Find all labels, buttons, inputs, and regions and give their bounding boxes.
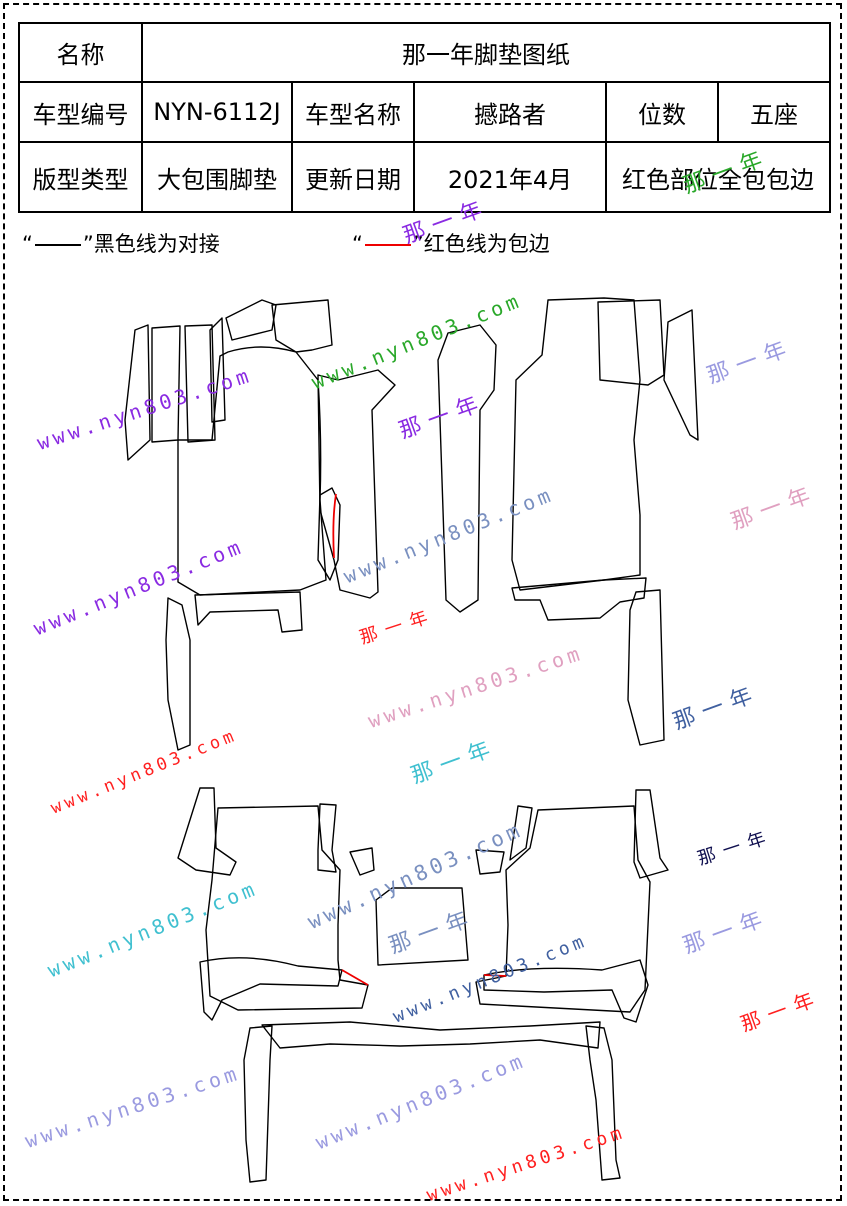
seats-label: 位数: [605, 81, 719, 143]
mat-piece-second-row-right: [475, 805, 651, 1013]
model-name-label: 车型名称: [291, 81, 415, 143]
mat-piece-driver-main: [177, 346, 327, 596]
mat-piece-left-bottom-strip: [199, 957, 343, 1021]
mat-piece-driver-bottom: [194, 591, 303, 633]
mat-piece-driver-side: [317, 369, 396, 599]
legend-red-text: ”红色线为包边: [412, 232, 550, 256]
mat-piece-passenger-top: [597, 299, 665, 386]
legend-black: “ ”黑色线为对接: [22, 228, 220, 258]
mat-piece-center-top-right: [475, 849, 505, 875]
legend-black-open: “: [22, 232, 33, 256]
model-name-value: 撼路者: [413, 81, 607, 143]
mat-piece-passenger-bottom: [511, 577, 647, 621]
mat-piece-second-row-right-tab: [509, 805, 533, 861]
mat-piece-center-tall: [437, 324, 497, 613]
pattern-type-label: 版型类型: [18, 141, 143, 213]
mat-piece-rear-right-leg: [585, 1025, 621, 1181]
mat-piece-second-row-left-strip: [177, 787, 237, 876]
mat-piece-small-top: [209, 317, 226, 423]
name-value: 那一年脚垫图纸: [141, 22, 831, 83]
mat-piece-center-top-left: [349, 847, 375, 876]
update-label: 更新日期: [291, 141, 415, 213]
legend-red: “ ”红色线为包边: [352, 228, 550, 258]
red-note: 红色部位全包包边: [605, 141, 831, 213]
pattern-type-value: 大包围脚垫: [141, 141, 293, 213]
mat-piece-second-row-left: [205, 805, 369, 1011]
page-frame: [3, 3, 842, 1201]
mat-piece-right-bottom-strip: [483, 959, 649, 1023]
mat-piece-passenger-main: [511, 297, 641, 591]
mat-piece-second-row-right-strip: [633, 789, 669, 879]
red-edge-right: [483, 974, 507, 977]
black-line-swatch: [34, 244, 81, 246]
update-value: 2021年4月: [413, 141, 607, 213]
model-code-value: NYN-6112J: [141, 81, 293, 143]
red-line-swatch: [364, 244, 411, 246]
mat-piece-left-pillar: [184, 324, 216, 443]
red-edge-upper: [332, 493, 337, 559]
mat-piece-driver-top: [271, 299, 333, 353]
mat-piece-passenger-side: [663, 309, 699, 441]
mat-piece-left-door-strip: [151, 325, 181, 443]
mat-piece-rear-bridge: [261, 1021, 601, 1049]
name-label: 名称: [18, 22, 143, 83]
mat-piece-second-row-left-tab: [317, 803, 337, 873]
mat-piece-top-flap: [225, 299, 277, 341]
model-code-label: 车型编号: [18, 81, 143, 143]
mat-piece-right-lower-strip: [627, 589, 665, 746]
legend-black-text: ”黑色线为对接: [82, 232, 220, 256]
mat-piece-center-hump: [375, 887, 469, 966]
seats-value: 五座: [717, 81, 831, 143]
mat-piece-left-lower-strip: [165, 597, 191, 751]
mat-piece-left-strip: [124, 324, 151, 461]
legend-red-open: “: [352, 232, 363, 256]
mat-piece-driver-side-notch: [317, 487, 341, 581]
spec-table: 名称 那一年脚垫图纸 车型编号 NYN-6112J 车型名称 撼路者 位数 五座…: [18, 22, 831, 213]
mat-piece-rear-left-leg: [243, 1025, 273, 1183]
red-edge-center: [341, 969, 369, 986]
